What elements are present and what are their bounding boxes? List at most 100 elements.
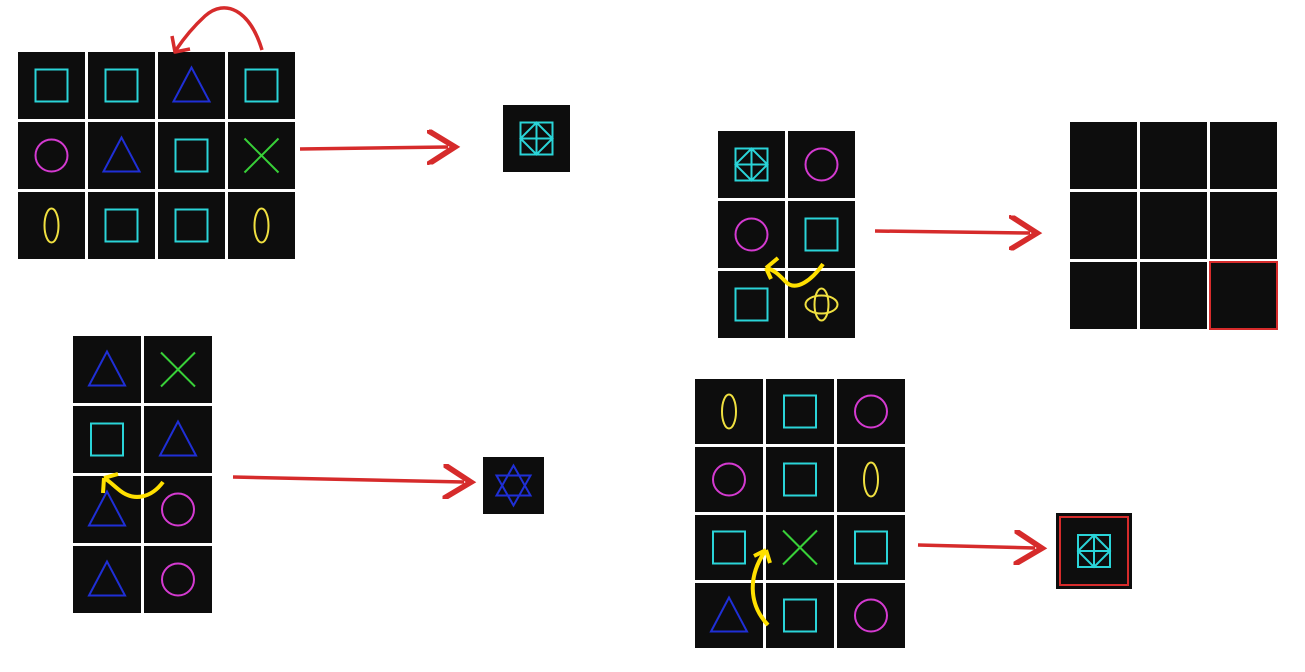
grid-cell (695, 447, 763, 512)
oval-icon (863, 461, 879, 498)
grid-cell (18, 52, 85, 119)
square-icon (712, 530, 746, 565)
puzzle-2-result (1070, 122, 1278, 330)
grid-cell (766, 583, 834, 648)
grid-cell (788, 131, 855, 198)
triangle-icon (101, 135, 142, 173)
circle-oval-icon (804, 287, 839, 322)
grid-cell (837, 379, 905, 444)
grid-cell (788, 201, 855, 268)
triangle-icon (87, 349, 127, 387)
square-icon (34, 68, 69, 103)
cross-icon (782, 529, 818, 566)
grid-cell (788, 271, 855, 338)
grid-cell (158, 192, 225, 259)
puzzle-1-hint-arrow (170, 6, 264, 54)
grid-cell (718, 271, 785, 338)
square-diamond-icon (734, 147, 769, 182)
circle-icon (734, 217, 769, 252)
grid-cell (766, 379, 834, 444)
puzzle-2-arrow (874, 231, 1030, 233)
result-grid-cell (1070, 122, 1137, 189)
circle-icon (804, 147, 839, 182)
grid-cell (228, 192, 295, 259)
grid-cell (158, 52, 225, 119)
square-icon (244, 68, 279, 103)
grid-cell (837, 447, 905, 512)
square-icon (854, 530, 888, 565)
grid-cell (695, 515, 763, 580)
square-icon (104, 68, 139, 103)
square-icon (783, 394, 817, 429)
puzzle-1-arrow (299, 147, 448, 149)
grid-cell (18, 122, 85, 189)
grid-cell (228, 52, 295, 119)
grid-cell (837, 583, 905, 648)
triangle-icon (158, 419, 198, 457)
puzzle-1-result (503, 105, 570, 172)
circle-icon (854, 394, 888, 429)
puzzle-4-hint-arrow (750, 548, 772, 627)
result-grid-cell (1070, 192, 1137, 259)
square-icon (783, 598, 817, 633)
square-icon (174, 138, 209, 173)
result-grid-cell (1210, 192, 1277, 259)
puzzle-4-grid (695, 379, 905, 648)
grid-cell (158, 122, 225, 189)
square-icon (804, 217, 839, 252)
result-grid-cell (1210, 122, 1277, 189)
triangle-icon (171, 65, 212, 103)
puzzle-3-grid (73, 336, 212, 613)
oval-icon (721, 393, 737, 430)
puzzle-3-hint-arrow (101, 472, 165, 499)
puzzle-3-arrow (232, 477, 464, 482)
grid-cell (718, 201, 785, 268)
grid-cell (88, 192, 155, 259)
grid-cell (695, 379, 763, 444)
grid-cell (144, 406, 212, 473)
oval-icon (253, 207, 270, 244)
highlighted-cell (1209, 261, 1278, 330)
grid-cell (88, 122, 155, 189)
cross-icon (160, 351, 196, 388)
grid-cell (144, 476, 212, 543)
circle-icon (161, 492, 195, 527)
result-grid-cell (1140, 192, 1207, 259)
puzzle-4-result (1056, 513, 1132, 589)
triangle-icon (87, 489, 127, 527)
triangle-icon (87, 559, 127, 597)
grid-cell (73, 406, 141, 473)
triangle-icon (709, 595, 749, 633)
grid-cell (144, 546, 212, 613)
square-diamond-icon (519, 121, 554, 156)
square-diamond-icon (1076, 533, 1112, 569)
highlight-frame (1059, 516, 1129, 586)
grid-cell (73, 476, 141, 543)
circle-icon (161, 562, 195, 597)
square-icon (783, 462, 817, 497)
grid-cell (73, 546, 141, 613)
circle-icon (34, 138, 69, 173)
square-icon (174, 208, 209, 243)
square-icon (104, 208, 139, 243)
result-grid-cell (1140, 122, 1207, 189)
square-icon (90, 422, 124, 457)
grid-cell (766, 447, 834, 512)
puzzle-4-arrow (917, 545, 1035, 548)
grid-cell (837, 515, 905, 580)
puzzle-1-grid (18, 52, 295, 259)
star-of-david-icon (494, 463, 533, 508)
circle-icon (712, 462, 746, 497)
result-grid-cell (1210, 262, 1277, 329)
grid-cell (88, 52, 155, 119)
puzzle-2-grid (718, 131, 855, 338)
result-grid-cell (1140, 262, 1207, 329)
grid-cell (73, 336, 141, 403)
grid-cell (18, 192, 85, 259)
oval-icon (43, 207, 60, 244)
result-grid-cell (1070, 262, 1137, 329)
square-icon (734, 287, 769, 322)
puzzle-2-hint-arrow (764, 256, 825, 288)
cross-icon (243, 137, 280, 174)
